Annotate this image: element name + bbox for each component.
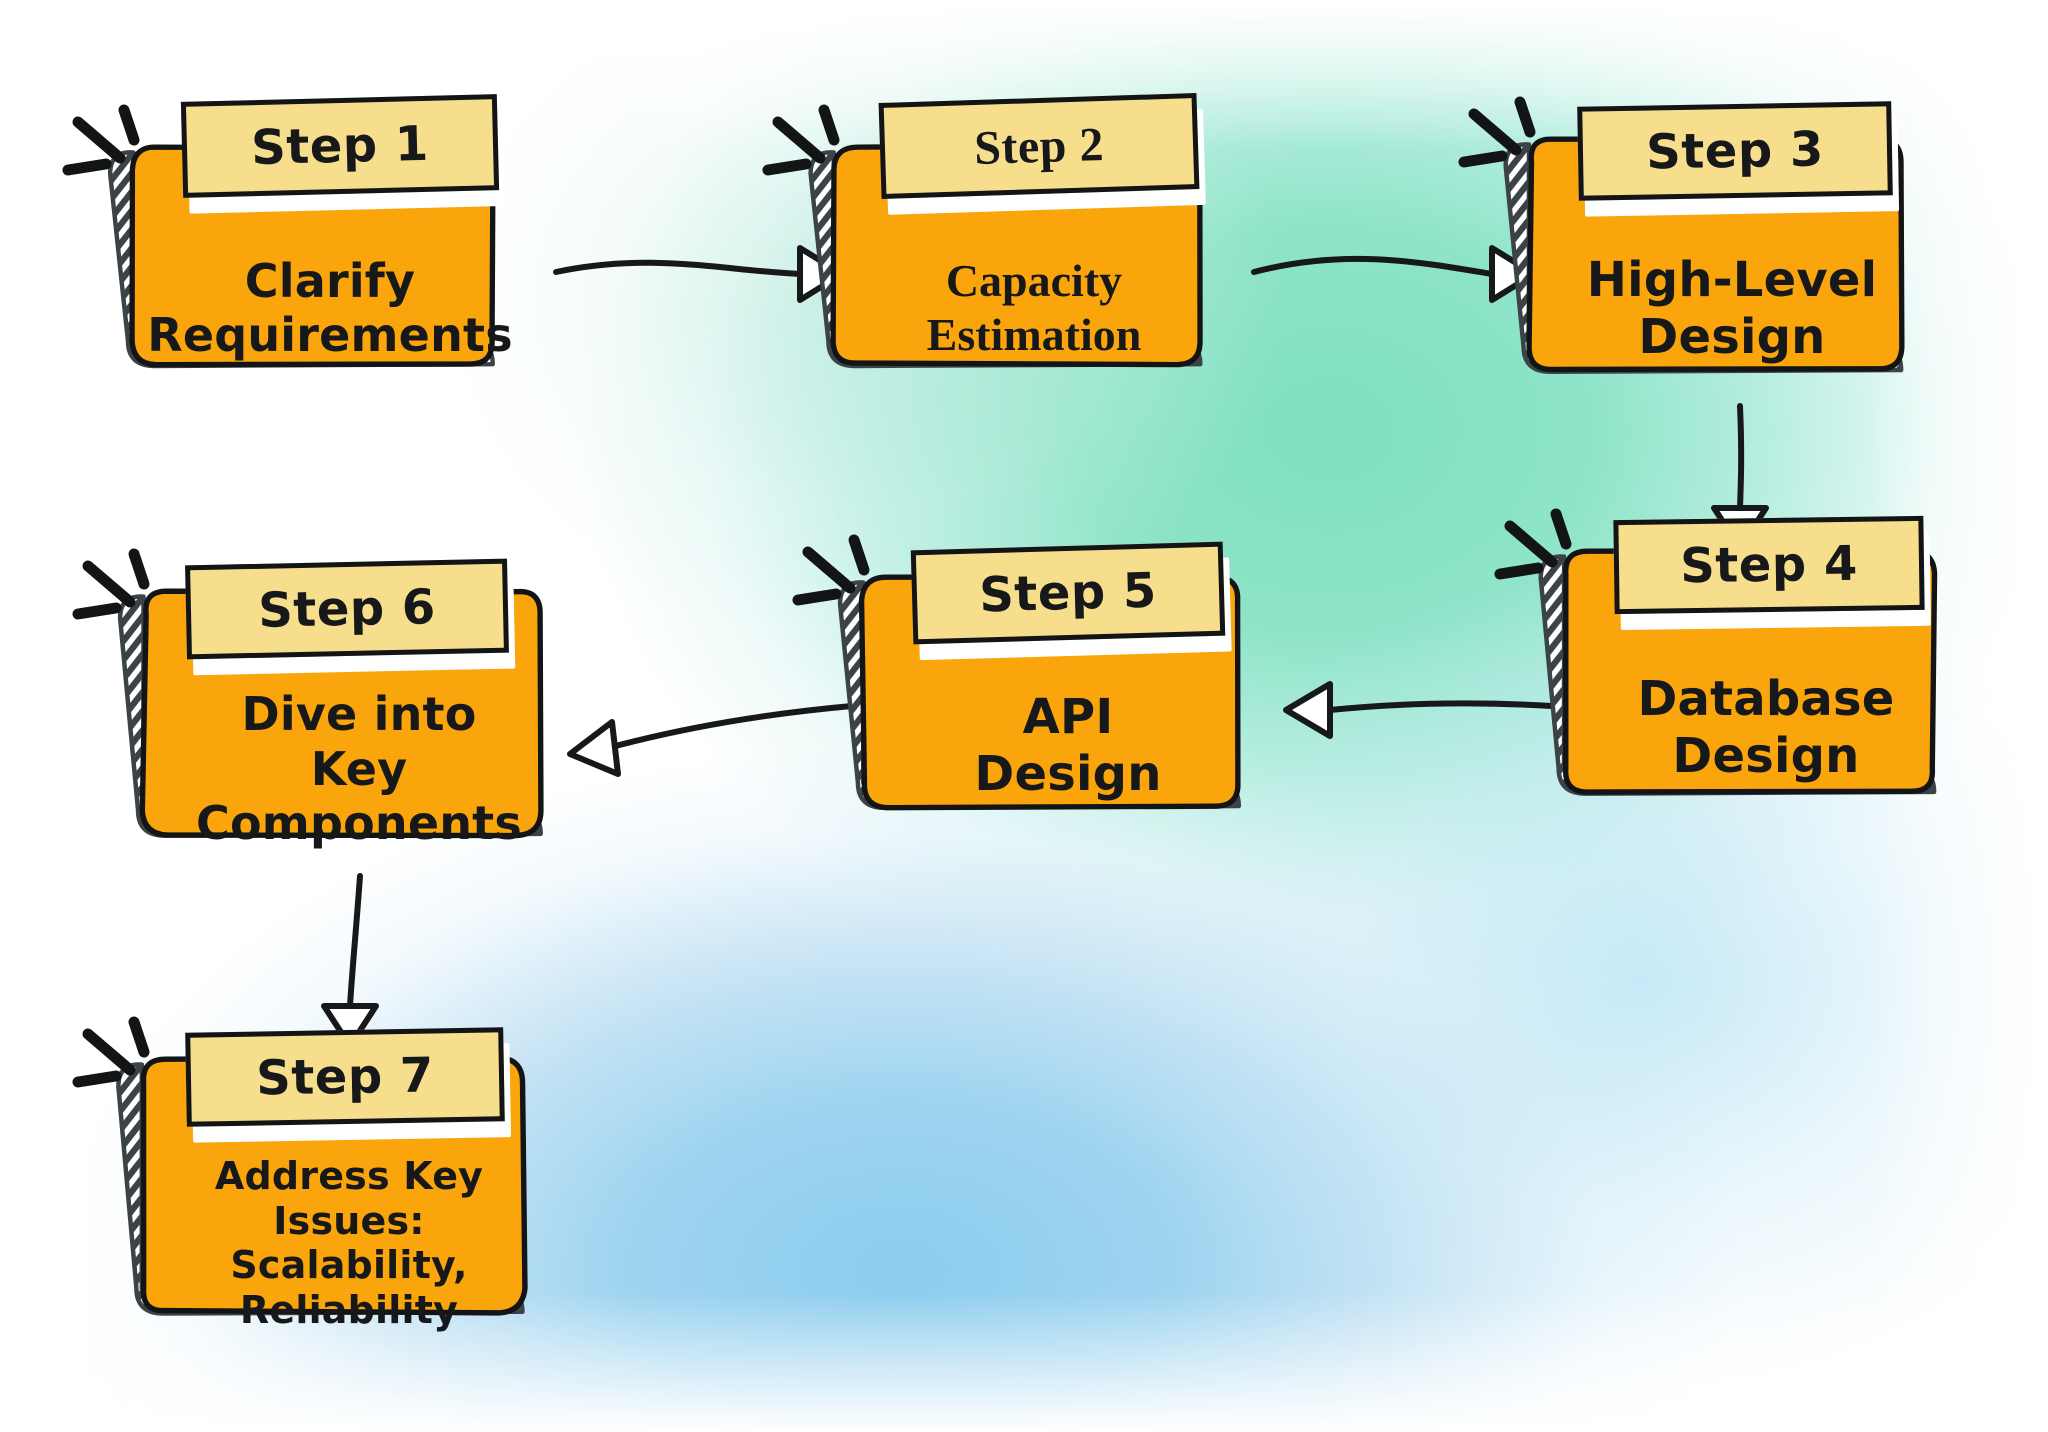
tab-label-step3: Step 3	[1577, 101, 1893, 201]
node-label-step3: High-Level Design	[1586, 252, 1878, 365]
node-label-step6: Dive into Key Components	[196, 687, 522, 850]
node-label-step5: API Design	[974, 689, 1162, 802]
node-tab-step2[interactable]: Step 2	[878, 93, 1206, 215]
tab-label-step5: Step 5	[910, 541, 1226, 645]
node-label-step1: Clarify Requirements	[147, 253, 513, 362]
node-tab-step3[interactable]: Step 3	[1577, 101, 1900, 217]
node-tab-step6[interactable]: Step 6	[185, 558, 516, 676]
sparkle-icon-step4	[1494, 508, 1572, 580]
sparkle-icon-step5	[792, 534, 870, 606]
sparkle-icon-step1	[62, 104, 140, 176]
tab-label-step1: Step 1	[180, 94, 500, 198]
node-label-step2: Capacity Estimation	[926, 254, 1142, 360]
sparkle-icon-step6	[72, 548, 150, 620]
sparkle-icon-step3	[1458, 96, 1536, 168]
node-tab-step4[interactable]: Step 4	[1613, 515, 1931, 631]
edge-step6-step7	[321, 873, 379, 1049]
node-tab-step1[interactable]: Step 1	[180, 94, 506, 214]
edge-step5-step6	[567, 703, 855, 777]
node-tab-step7[interactable]: Step 7	[185, 1027, 512, 1143]
tab-label-step4: Step 4	[1613, 515, 1925, 615]
tab-label-step7: Step 7	[185, 1027, 505, 1127]
node-tab-step5[interactable]: Step 5	[910, 541, 1232, 661]
sparkle-icon-step7	[72, 1016, 150, 1088]
node-label-step4: Database Design	[1637, 670, 1895, 784]
sparkle-icon-step2	[762, 104, 840, 176]
node-label-step7: Address Key Issues: Scalability, Reliabi…	[214, 1153, 484, 1333]
tab-label-step2: Step 2	[878, 93, 1200, 199]
edge-step4-step5	[1283, 681, 1555, 739]
tab-label-step6: Step 6	[185, 558, 509, 660]
